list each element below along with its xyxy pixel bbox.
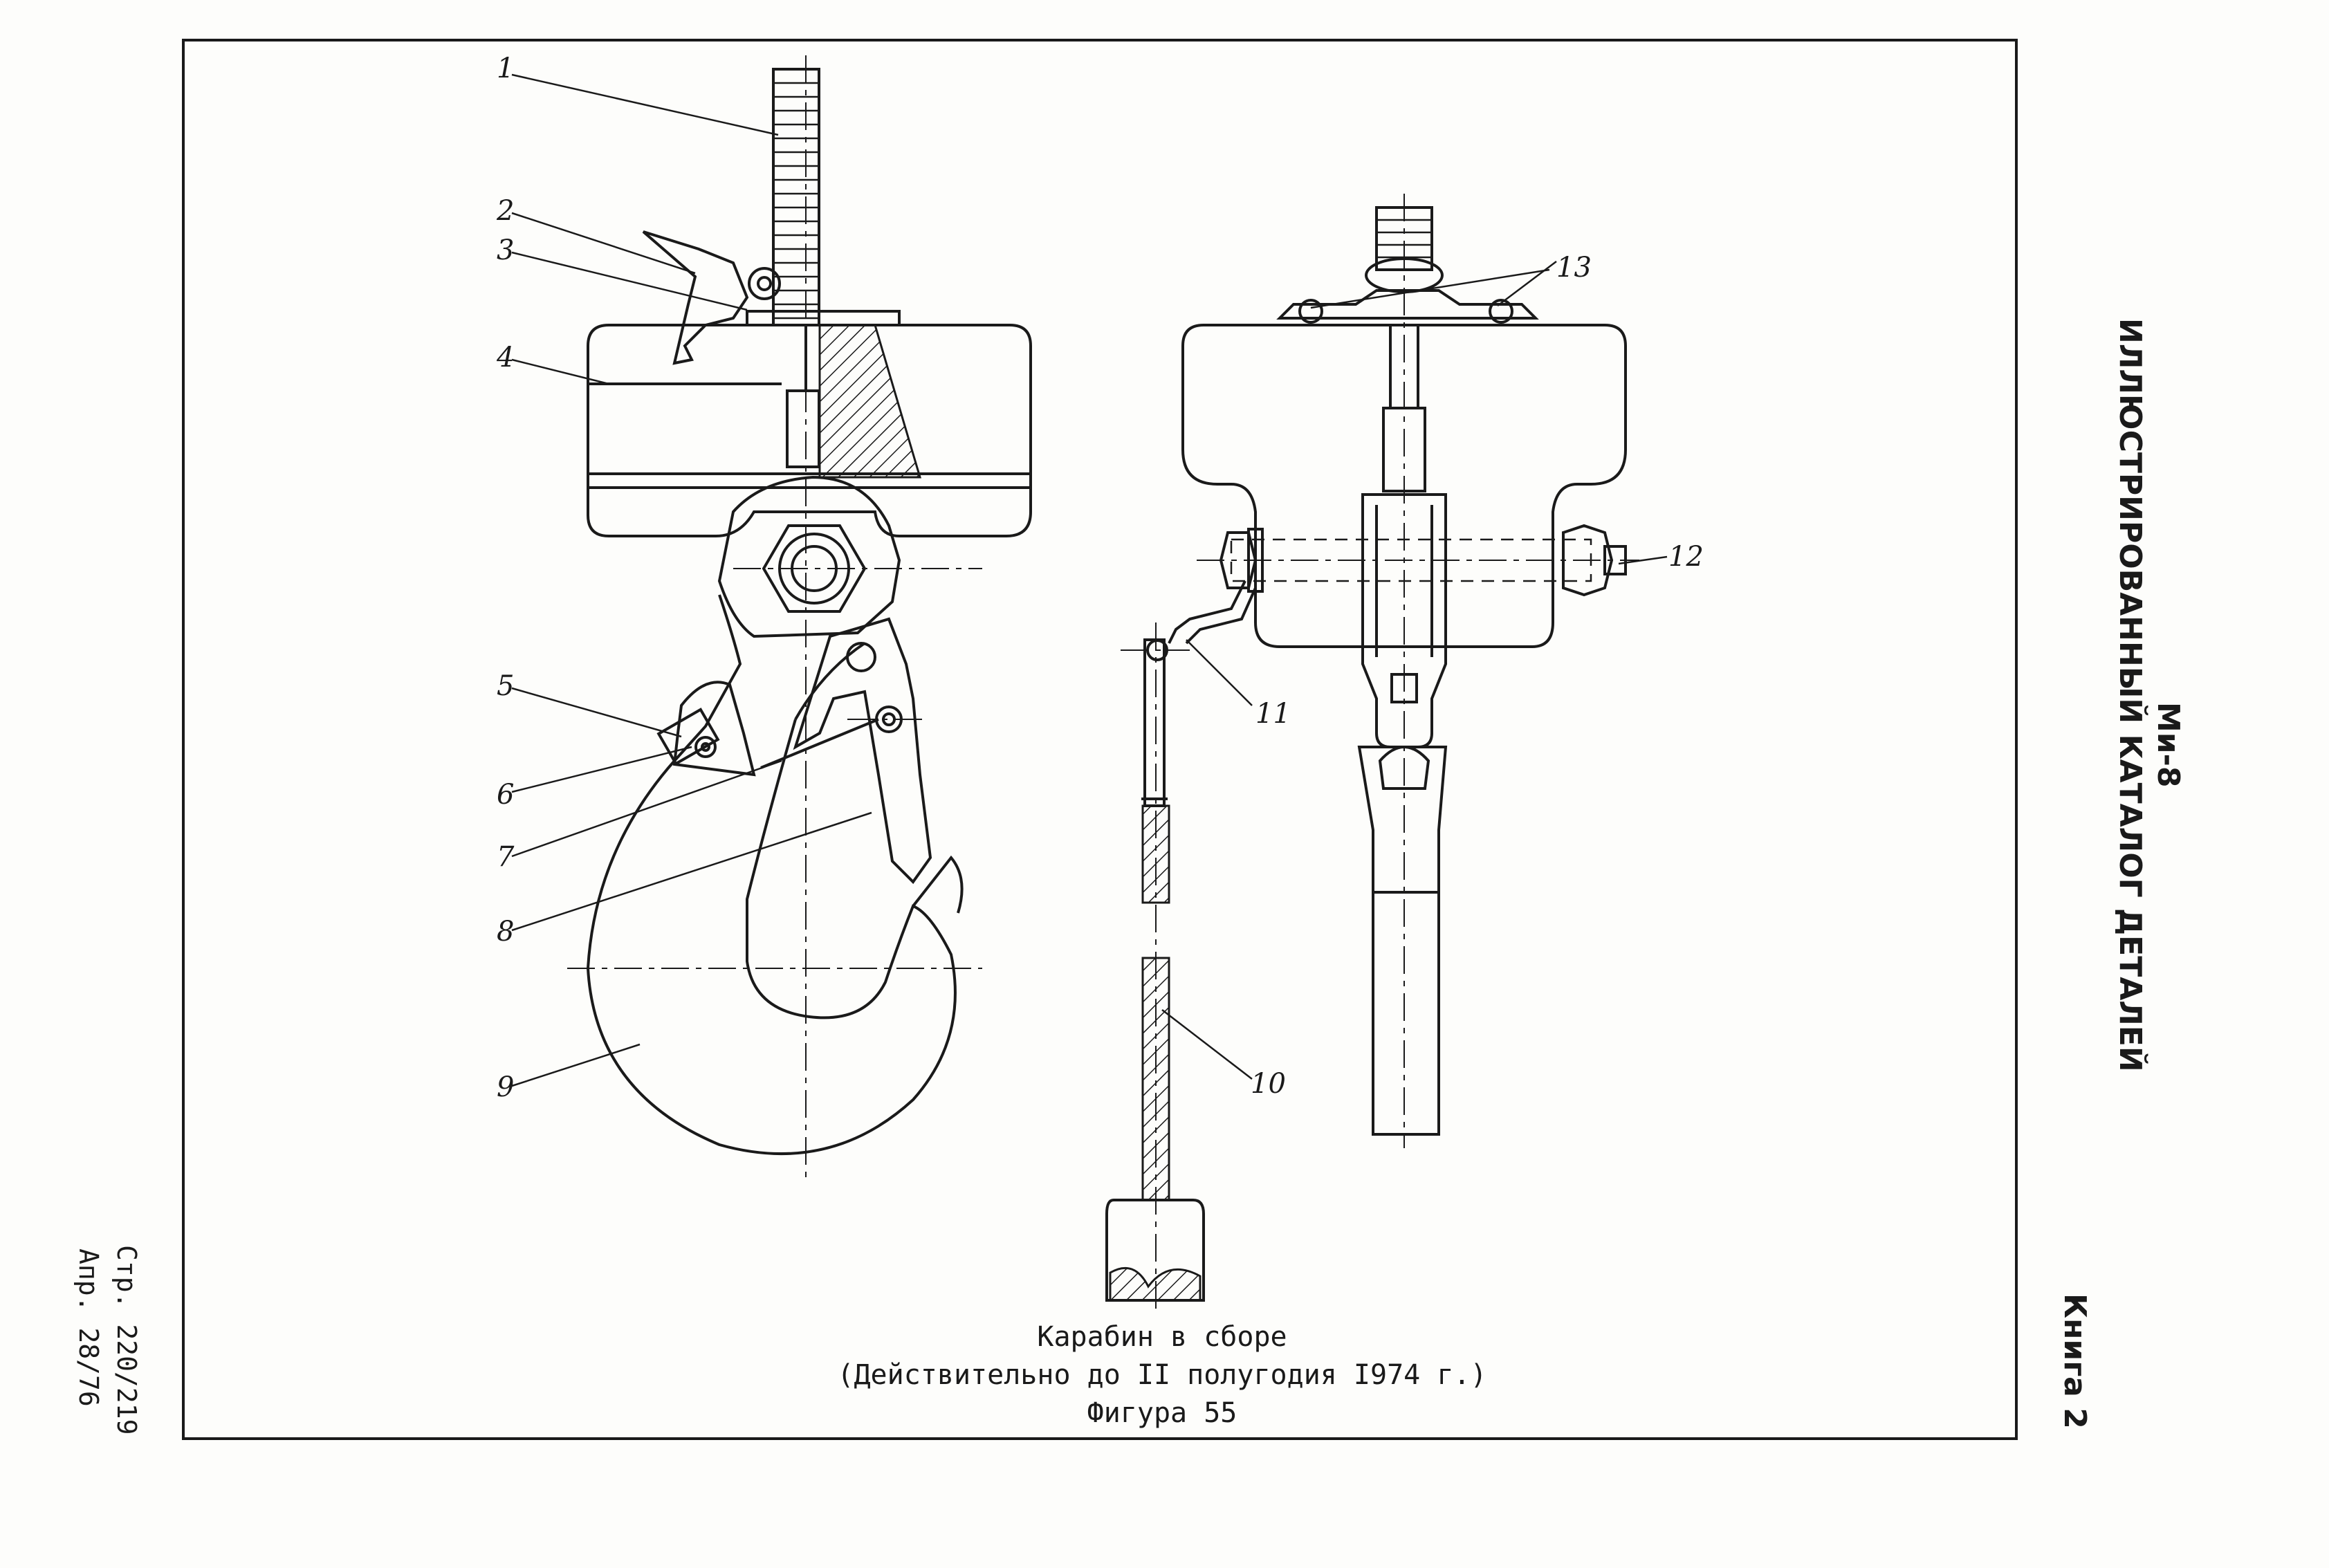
page-number: Стр. 220/219 [111,1245,142,1435]
caption-title: Карабин в сборе [1037,1321,1287,1353]
callout-11: 11 [1255,698,1291,730]
callout-10: 10 [1251,1068,1286,1100]
revision-date: Апр. 28/76 [73,1248,104,1407]
callout-7: 7 [497,841,515,873]
callout-12: 12 [1668,541,1704,573]
callout-6: 6 [497,779,514,811]
side-view [1105,194,1639,1314]
callout-5: 5 [497,670,514,702]
callout-2: 2 [496,195,514,227]
aircraft-model: Ми-8 [2151,702,2186,788]
front-view [567,55,1032,1183]
callout-leaders [511,73,1668,1087]
callout-labels: 1 2 3 4 5 6 7 8 9 10 11 12 13 [496,53,1704,1103]
catalog-title: ИЛЛЮСТРИРОВАННЫЙ КАТАЛОГ ДЕТАЛЕЙ [2112,318,2148,1072]
callout-9: 9 [497,1071,514,1103]
book-number: Книга 2 [2057,1293,2092,1429]
callout-3: 3 [497,234,514,266]
callout-13: 13 [1556,252,1592,284]
callout-1: 1 [497,53,514,84]
caption-validity: (Действительно до II полугодия I974 г.) [837,1359,1487,1391]
caption-figure-number: Фигура 55 [1087,1397,1237,1429]
callout-4: 4 [496,342,514,373]
drawing-frame [182,39,2018,1440]
callout-8: 8 [497,916,514,948]
